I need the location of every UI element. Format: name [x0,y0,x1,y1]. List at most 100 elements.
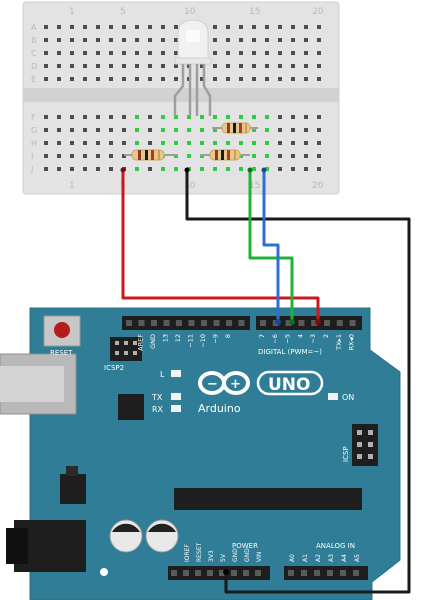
breadboard-hole [44,77,48,81]
header-pin [163,320,170,326]
breadboard-hole [83,154,87,158]
breadboard-hole [135,128,139,132]
breadboard-hole [317,64,321,68]
breadboard-hole [122,64,126,68]
model-label: UNO [268,375,310,395]
breadboard-hole [213,115,217,119]
header-pin [151,320,157,326]
bb-row-letter: J [30,165,33,174]
wire-black [185,168,411,594]
resistor [200,149,250,161]
breadboard-hole [317,25,321,29]
breadboard-hole [239,115,243,119]
breadboard-hole [291,77,295,81]
digital-pin-label: ~6 [271,334,279,344]
reset-button-cap[interactable] [54,322,70,338]
icsp-header [352,424,378,466]
breadboard-hole [226,64,230,68]
breadboard-hole [304,154,308,158]
bb-col-number: 15 [249,181,260,191]
breadboard-hole [135,77,139,81]
breadboard-hole [109,128,113,132]
breadboard-hole [148,64,152,68]
breadboard-hole [226,25,230,29]
breadboard-hole [291,128,295,132]
digital-pin-label: 4 [296,334,304,338]
breadboard-hole [96,154,100,158]
resistors [124,122,258,161]
power-pin-label: 5V [220,553,227,562]
icsp2-label: ICSP2 [104,364,124,372]
breadboard-hole [57,64,61,68]
breadboard-hole [252,115,256,119]
power-pin-label: VIN [256,552,263,562]
breadboard-hole [213,38,217,42]
breadboard-hole [70,141,74,145]
digital-label: DIGITAL (PWM=~) [258,348,322,356]
digital-header-right [256,316,362,330]
breadboard-hole [239,64,243,68]
breadboard-hole [148,141,152,145]
breadboard-hole [161,77,165,81]
breadboard-hole [96,25,100,29]
header-pin [238,320,245,326]
breadboard-hole [187,141,191,145]
bb-col-number: 20 [312,181,324,191]
breadboard-hole [70,167,74,171]
breadboard-hole [187,128,191,132]
breadboard-hole [70,64,74,68]
breadboard-hole [278,154,282,158]
breadboard-hole [265,77,269,81]
bb-col-number: 10 [184,7,196,17]
breadboard-hole [44,38,48,42]
breadboard-hole [174,38,178,42]
breadboard-hole [317,77,321,81]
breadboard-hole [291,167,295,171]
breadboard-hole [317,115,321,119]
bb-col-number: 10 [184,181,196,191]
breadboard-hole [57,115,61,119]
breadboard-hole [109,51,113,55]
breadboard-hole [83,115,87,119]
led-on-label: ON [342,393,354,402]
breadboard-hole [265,64,269,68]
breadboard-hole [174,51,178,55]
header-pin [226,320,232,326]
led-l [171,370,181,377]
breadboard-hole [96,115,100,119]
breadboard-hole [96,141,100,145]
breadboard-hole [83,167,87,171]
header-pin [188,320,195,326]
analog-pin-label: A3 [328,554,335,562]
breadboard-hole [278,141,282,145]
bb-col-number: 15 [249,7,260,17]
breadboard-hole [200,77,204,81]
main-microcontroller [174,488,362,510]
analog-header-pins [288,570,359,576]
bb-col-number: 1 [69,181,75,191]
breadboard-hole [200,167,204,171]
power-label: POWER [232,542,258,550]
breadboard-hole [148,115,152,119]
breadboard-hole [70,51,74,55]
breadboard-hole [57,141,61,145]
breadboard-hole [122,115,126,119]
breadboard-hole [70,38,74,42]
bb-row-letter: D [31,62,37,71]
breadboard-hole [122,25,126,29]
header-pin [288,570,294,576]
digital-header-pins [126,320,356,326]
breadboard-hole [122,38,126,42]
breadboard-hole [148,128,152,132]
header-pin [301,570,307,576]
breadboard-hole [278,77,282,81]
breadboard-hole [226,115,230,119]
breadboard-hole [213,141,217,145]
breadboard-hole [265,141,269,145]
breadboard-hole [109,64,113,68]
bb-col-number: 5 [120,7,126,17]
breadboard-hole [265,51,269,55]
breadboard-hole [278,167,282,171]
breadboard-hole [200,64,204,68]
mounting-hole [100,568,108,576]
